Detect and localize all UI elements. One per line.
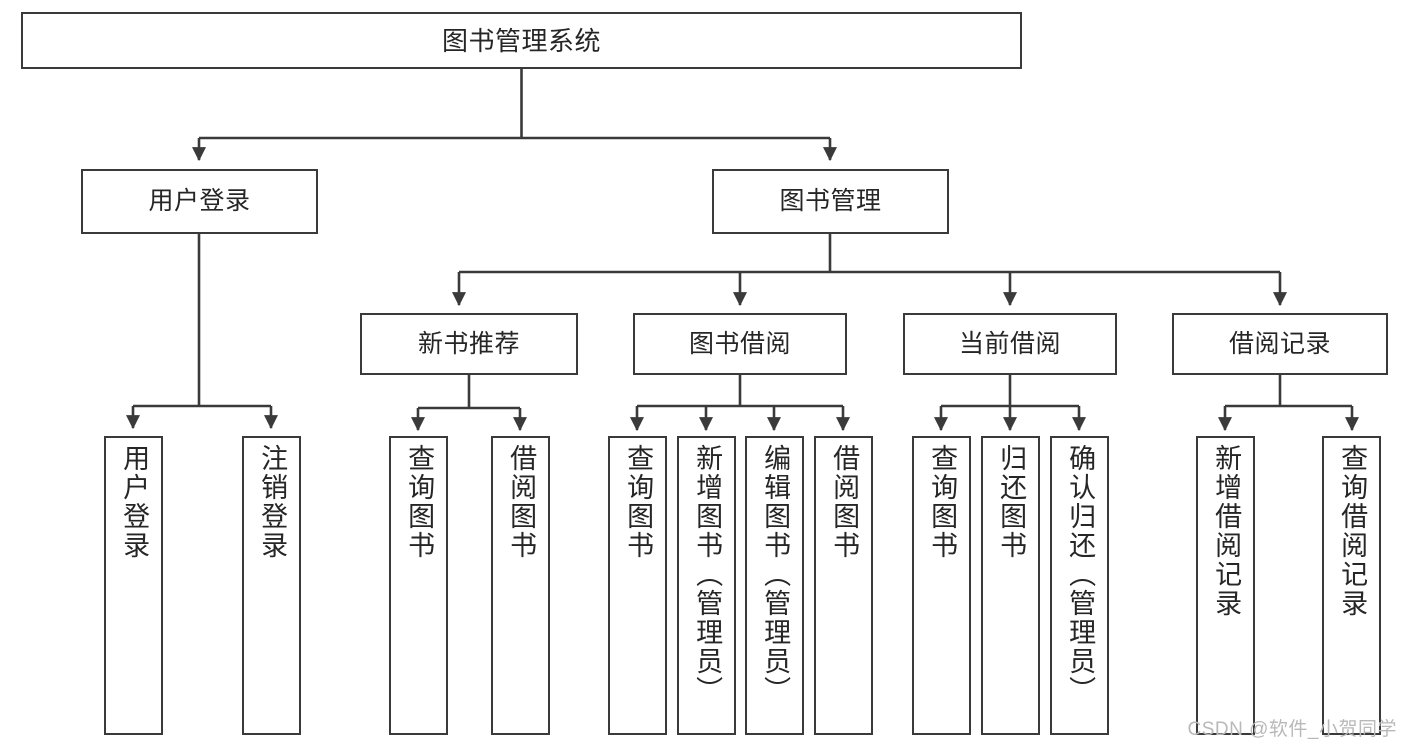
leaf-new-book-query[interactable]: 查询图书 <box>389 436 448 735</box>
leaf-user-login-signout[interactable]: 注销登录 <box>242 436 301 735</box>
node-label: 确认归还（管理员） <box>1065 444 1096 705</box>
leaf-borrow-record-add[interactable]: 新增借阅记录 <box>1196 436 1255 735</box>
leaf-current-borrow-confirm[interactable]: 确认归还（管理员） <box>1050 436 1109 735</box>
node-root-system[interactable]: 图书管理系统 <box>21 12 1022 69</box>
node-book-management[interactable]: 图书管理 <box>712 169 949 234</box>
node-label: 新书推荐 <box>417 329 520 358</box>
node-label: 查询图书 <box>927 444 958 560</box>
leaf-current-borrow-return[interactable]: 归还图书 <box>981 436 1040 735</box>
node-label: 借阅图书 <box>506 444 537 560</box>
node-borrow-record[interactable]: 借阅记录 <box>1172 313 1388 375</box>
node-label: 用户登录 <box>148 187 251 215</box>
node-label: 图书管理 <box>779 187 882 215</box>
leaf-book-borrow-lend[interactable]: 借阅图书 <box>814 436 873 735</box>
node-label: 查询图书 <box>404 444 435 560</box>
leaf-book-borrow-add[interactable]: 新增图书（管理员） <box>677 436 736 735</box>
leaf-borrow-record-query[interactable]: 查询借阅记录 <box>1322 436 1381 735</box>
node-label: 新增图书（管理员） <box>692 444 723 705</box>
leaf-book-borrow-query[interactable]: 查询图书 <box>608 436 667 735</box>
node-label: 编辑图书（管理员） <box>760 444 791 705</box>
node-label: 图书借阅 <box>688 329 791 358</box>
leaf-current-borrow-query[interactable]: 查询图书 <box>912 436 971 735</box>
node-label: 图书管理系统 <box>441 25 601 56</box>
leaf-new-book-borrow[interactable]: 借阅图书 <box>491 436 550 735</box>
node-book-borrow[interactable]: 图书借阅 <box>633 313 847 375</box>
node-label: 查询图书 <box>623 444 654 560</box>
node-user-login[interactable]: 用户登录 <box>81 169 318 234</box>
node-label: 借阅图书 <box>829 444 860 560</box>
node-current-borrow[interactable]: 当前借阅 <box>903 313 1117 375</box>
node-new-book-recommend[interactable]: 新书推荐 <box>360 313 578 375</box>
node-label: 当前借阅 <box>958 329 1061 358</box>
node-label: 新增借阅记录 <box>1211 444 1242 618</box>
leaf-book-borrow-edit[interactable]: 编辑图书（管理员） <box>745 436 804 735</box>
node-label: 注销登录 <box>257 444 288 560</box>
node-label: 借阅记录 <box>1228 329 1331 358</box>
leaf-user-login-signin[interactable]: 用户登录 <box>104 436 163 735</box>
node-label: 归还图书 <box>996 444 1027 560</box>
node-label: 用户登录 <box>119 444 150 560</box>
node-label: 查询借阅记录 <box>1337 444 1368 618</box>
